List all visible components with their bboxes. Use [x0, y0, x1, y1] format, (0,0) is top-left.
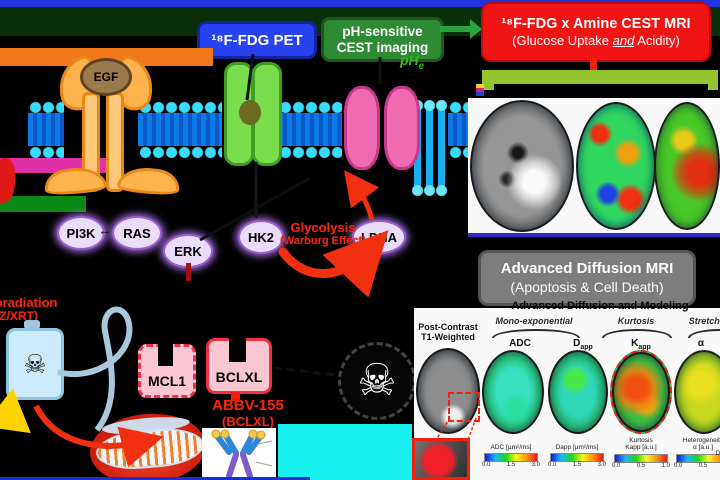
col-kapp: Kapp [631, 338, 651, 351]
lipid-column [436, 100, 447, 196]
diff-brain-kapp [610, 350, 672, 434]
top-blue-strip [0, 0, 720, 7]
group-kurtosis: Kurtosis [617, 316, 655, 326]
cest-brain-map2 [654, 102, 720, 230]
colorbar [484, 453, 538, 463]
pink-channel [384, 86, 420, 170]
colorbar [614, 453, 668, 463]
membrane-segment [28, 101, 64, 159]
scale-partial-label: D [715, 450, 720, 457]
group-mono-exponential: Mono-exponential [495, 316, 573, 326]
node-pi3k: PI3K [57, 216, 105, 250]
green-arrow [440, 26, 472, 32]
amine-cest-box: ¹⁸F-FDG x Amine CEST MRI (Glucose Uptake… [481, 2, 711, 62]
orange-band [0, 48, 213, 66]
advanced-diffusion-box: Advanced Diffusion MRI (Apoptosis & Cell… [478, 250, 696, 306]
panel-bottom-blue-strip [468, 233, 720, 237]
cest-brain-t1 [470, 100, 574, 232]
antibody-illustration [202, 428, 276, 480]
green-band-left [0, 196, 86, 212]
stripe-yellow [476, 84, 484, 88]
col-alpha: α [697, 338, 705, 349]
amine-line2: (Glucose Uptake and Acidity) [512, 32, 680, 48]
bclxl-drug-connector [231, 392, 240, 401]
pink-channel [344, 86, 380, 170]
node-erk: ERK [163, 234, 213, 268]
panel-title-bar-blob [494, 84, 708, 98]
mcl1-box: MCL1 [138, 344, 196, 398]
drug-label: ABBV-155 (BCLXL) [212, 397, 284, 429]
diffusion-panel-title: Advanced Diffusion and Modeling [511, 300, 689, 312]
fdg-pet-label: ¹⁸F-FDG PET [211, 31, 303, 49]
bclxl-notch [229, 336, 246, 362]
ph-cest-line2: CEST imaging [336, 39, 429, 55]
green-arrow-head [470, 19, 482, 39]
membrane-segment [138, 101, 222, 159]
membrane-segment [448, 101, 470, 159]
bclxl-to-skull-line [273, 366, 337, 377]
fdg-pet-box: ¹⁸F-FDG PET [197, 21, 317, 59]
tumor-inset [412, 438, 470, 480]
col-adc: ADC [509, 338, 531, 349]
iv-bag-cap [24, 320, 40, 329]
iv-bag: ☠ [6, 328, 64, 400]
iv-tube [57, 306, 133, 432]
skull-icon: ☠ [357, 356, 397, 405]
mitochondria-illustration [87, 409, 209, 480]
lipid-column [424, 100, 435, 196]
diff-brain-alpha [674, 350, 720, 434]
amine-line1: ¹⁸F-FDG x Amine CEST MRI [501, 15, 691, 32]
warning-triangle [0, 384, 37, 434]
node-ras: RAS [112, 216, 162, 250]
membrane-segment [278, 101, 342, 159]
mcl1-notch [158, 342, 173, 366]
egf-receptor-foot-right [116, 164, 182, 198]
col-dapp: Dapp [573, 338, 593, 351]
death-circle: ☠ [338, 342, 416, 420]
ph-cest-box: pH-sensitive CEST imaging [321, 17, 444, 62]
red-down-arrow [590, 58, 597, 73]
erk-red-tick [186, 263, 191, 281]
egf-ligand: EGF [80, 58, 132, 96]
blue-strip-bottom [0, 477, 310, 480]
cest-brain-map1 [576, 102, 656, 230]
pi3k-ras-arrow: ↔ [98, 222, 112, 238]
diff-brain-dapp [548, 350, 608, 434]
diff-brain-adc [482, 350, 544, 434]
cyan-block [278, 424, 412, 480]
colorbar [550, 453, 604, 463]
chemoradiation-label: Chemoradiation (TMZ/XRT) [0, 295, 58, 324]
ldha-to-channel-arrow [344, 169, 379, 221]
glycolysis-label: Glycolysis (Warburg Effect) [280, 220, 366, 248]
antibody-drawing [211, 429, 273, 479]
glut-pore [239, 100, 261, 125]
stripe-magenta [476, 88, 484, 92]
ph-label: pHe [400, 52, 425, 72]
ph-cest-line1: pH-sensitive [342, 23, 423, 39]
advanced-diffusion-line1: Advanced Diffusion MRI [500, 259, 674, 277]
red-dashed-roi [448, 392, 480, 422]
warburg-swoosh-arrow [278, 230, 389, 298]
stripe-blue [476, 92, 484, 96]
group-stretched: Stretched-Expo [688, 316, 720, 326]
colorbar [676, 453, 720, 463]
advanced-diffusion-line2: (Apoptosis & Cell Death) [510, 278, 664, 295]
iv-skull-icon: ☠ [23, 348, 47, 379]
